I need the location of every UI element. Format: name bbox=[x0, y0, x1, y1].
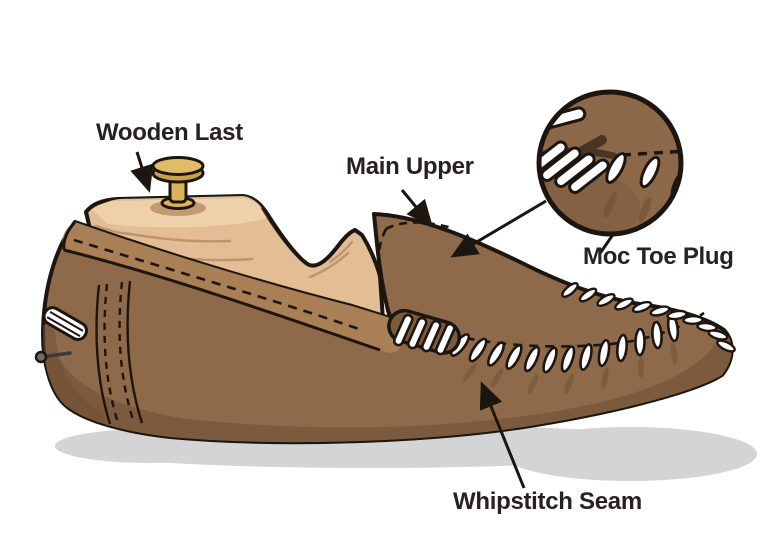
arrow-whipstitch-seam bbox=[479, 381, 526, 489]
label-whipstitch-seam: Whipstitch Seam bbox=[453, 488, 642, 515]
heel-backstay-stitching bbox=[95, 280, 144, 425]
arrow-main-upper bbox=[400, 189, 433, 228]
label-moc-toe-plug: Moc Toe Plug bbox=[583, 243, 734, 270]
heel-pin bbox=[34, 350, 72, 364]
label-wooden-last: Wooden Last bbox=[96, 119, 243, 146]
callout-arrows bbox=[130, 151, 547, 489]
arrow-wooden-last bbox=[130, 151, 154, 193]
stitch-shadows bbox=[463, 342, 678, 395]
last-knob bbox=[150, 156, 206, 216]
whipstitch-seam bbox=[449, 282, 736, 395]
heel-stitch-detail bbox=[34, 306, 88, 364]
throat-woven-lacing bbox=[387, 308, 462, 356]
whipstitch-lower-stitches bbox=[449, 313, 680, 374]
arrow-inset-to-upper bbox=[450, 199, 547, 258]
label-main-upper: Main Upper bbox=[346, 153, 474, 180]
magnifier-inset bbox=[536, 89, 684, 254]
whipstitch-toe-loops bbox=[561, 282, 736, 353]
collar-band bbox=[62, 220, 400, 353]
